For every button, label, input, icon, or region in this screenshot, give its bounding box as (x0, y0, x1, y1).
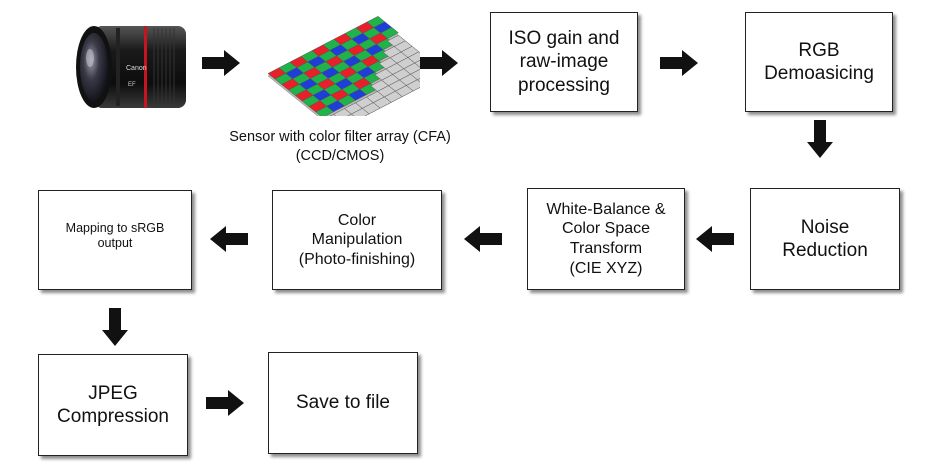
color-manipulation-box: Color Manipulation (Photo-finishing) (272, 190, 442, 290)
sensor-caption: Sensor with color filter array (CFA) (CC… (229, 129, 451, 164)
demosaicing-box: RGB Demoasicing (745, 12, 893, 112)
iso-gain-label: ISO gain and raw-image processing (508, 28, 620, 96)
jpeg-compression-label: JPEG Compression (57, 382, 169, 427)
noise-reduction-label: Noise Reduction (782, 216, 868, 261)
arrow-right-icon (420, 50, 458, 76)
arrow-left-icon (696, 226, 734, 252)
mapping-srgb-box: Mapping to sRGB output (38, 190, 192, 290)
arrow-down-icon (102, 308, 128, 346)
arrow-left-icon (210, 226, 248, 252)
sensor-cfa-image (267, 16, 420, 116)
save-to-file-box: Save to file (268, 352, 418, 454)
camera-lens-image: Canon EF (76, 26, 186, 108)
white-balance-label: White-Balance & Color Space Transform (C… (546, 200, 666, 277)
noise-reduction-box: Noise Reduction (750, 188, 900, 290)
sensor-pixel-cell (410, 69, 420, 81)
white-balance-box: White-Balance & Color Space Transform (C… (527, 188, 685, 290)
arrow-right-icon (660, 50, 698, 76)
arrow-left-icon (464, 226, 502, 252)
save-to-file-label: Save to file (296, 392, 390, 414)
jpeg-compression-box: JPEG Compression (38, 354, 188, 456)
lens-marking-text: EF (128, 82, 136, 88)
sensor-pixel-cell (414, 60, 420, 68)
sensor-pixel-cell (347, 113, 355, 116)
color-manipulation-label: Color Manipulation (Photo-finishing) (298, 211, 416, 268)
sensor-pixel-cell (416, 78, 420, 83)
arrow-right-icon (202, 50, 240, 76)
sensor-pixel-cell (407, 51, 420, 64)
demosaicing-label: RGB Demoasicing (764, 39, 874, 84)
lens-brand-text: Canon (126, 65, 147, 72)
mapping-srgb-label: Mapping to sRGB output (65, 221, 165, 251)
iso-gain-box: ISO gain and raw-image processing (490, 12, 638, 112)
arrow-right-icon (206, 390, 244, 416)
arrow-down-icon (807, 120, 833, 158)
sensor-pixel-cell (329, 113, 337, 116)
cfa-filter-cell (380, 27, 399, 39)
sensor-pixel-cell (405, 79, 420, 92)
